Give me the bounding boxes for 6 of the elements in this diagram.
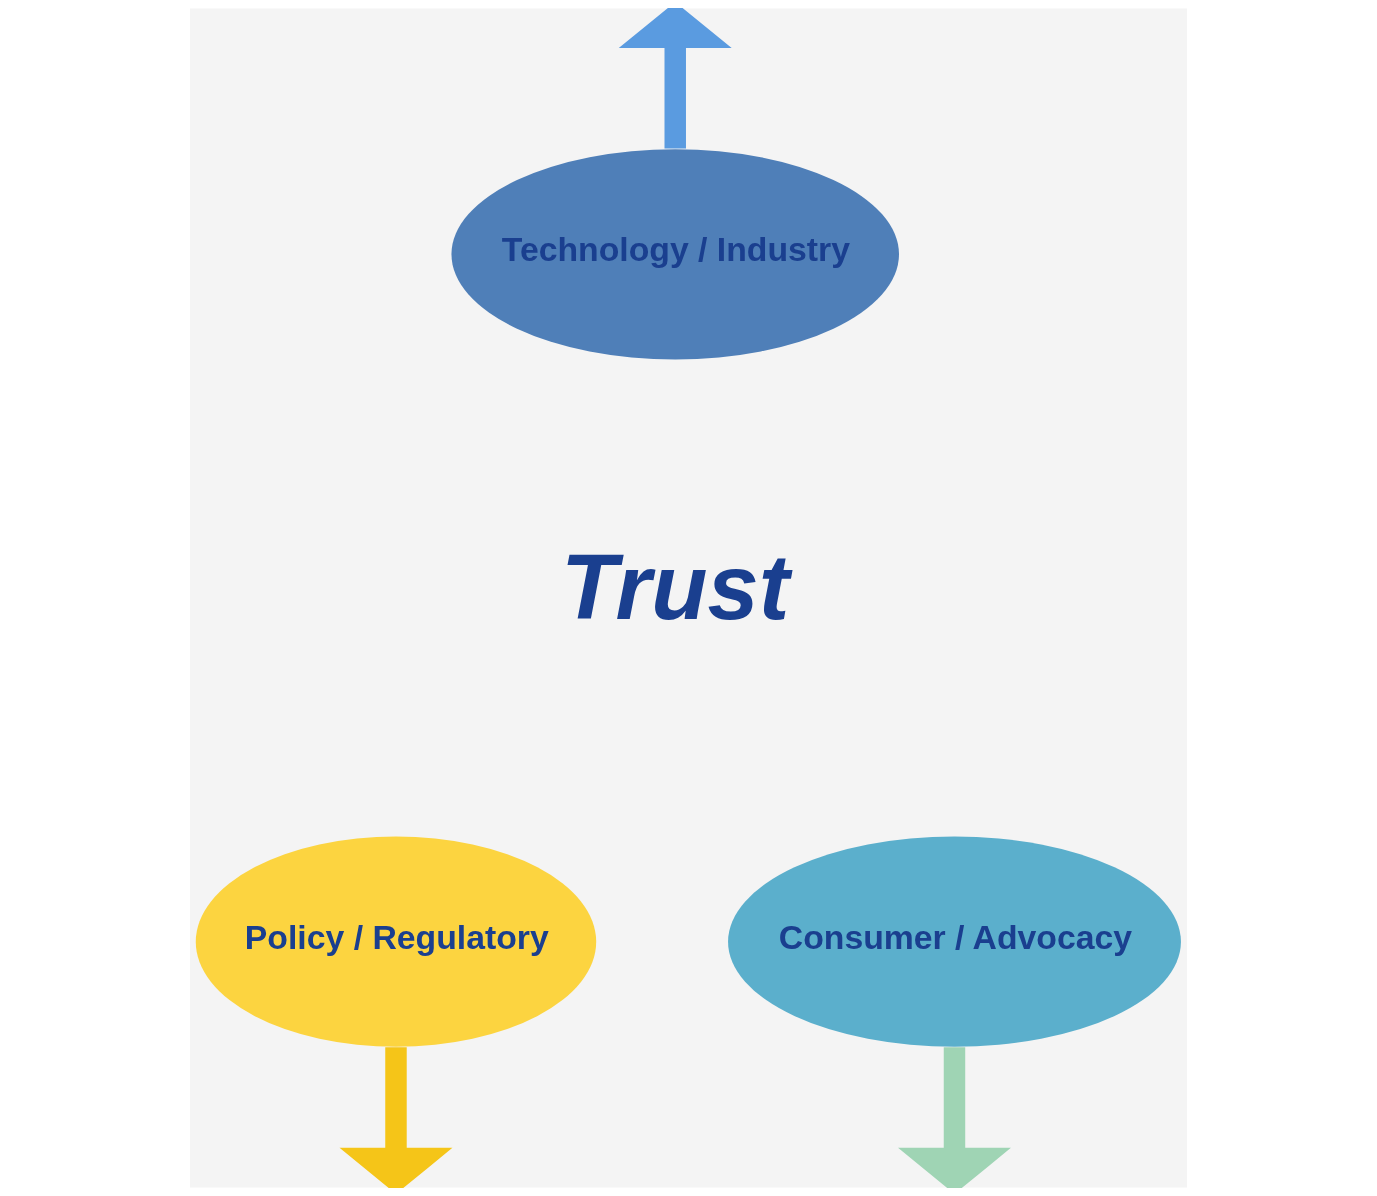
node-ellipse: Technology / Industry (451, 149, 899, 360)
arrow (898, 1047, 1011, 1188)
node-ellipse: Policy / Regulatory (195, 836, 597, 1047)
arrow (618, 8, 732, 149)
arrow (339, 1047, 453, 1188)
node-ellipse: Consumer / Advocacy (728, 836, 1181, 1047)
